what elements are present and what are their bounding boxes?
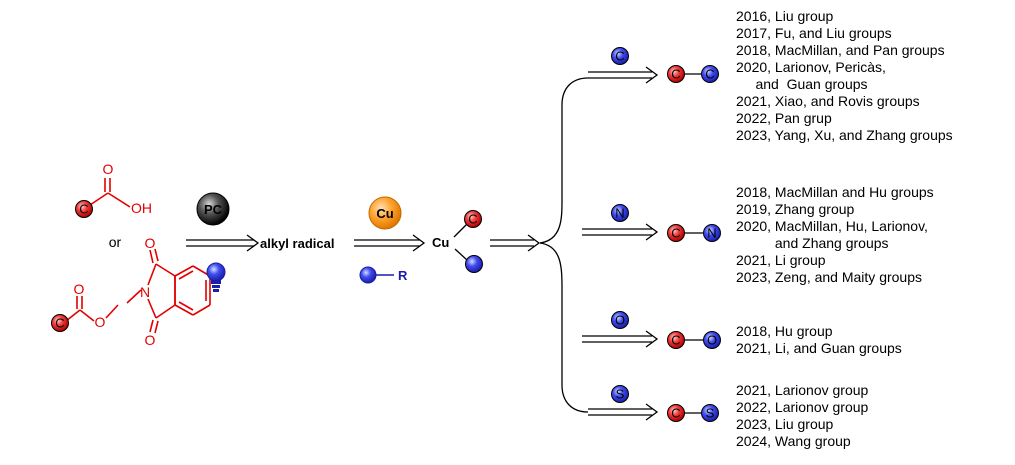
copper-catalyst-ball: Cu — [368, 196, 402, 230]
light-bulb-icon — [206, 262, 226, 292]
reference-line: 2022, Larionov group — [736, 399, 869, 415]
branch-c-product-right: C — [705, 67, 714, 82]
branch-c-o: O C O — [582, 311, 721, 349]
acid-carbon-label: C — [79, 202, 88, 217]
branch-o-references: 2018, Hu group 2021, Li, and Guan groups — [736, 323, 902, 356]
reference-line: 2016, Liu group — [736, 8, 834, 24]
imide-top-oxygen: O — [145, 235, 156, 251]
ester-carbonyl-oxygen: O — [74, 281, 85, 297]
reference-line: 2020, Larionov, Pericàs, — [736, 59, 886, 75]
reference-line: and Zhang groups — [736, 235, 889, 251]
ester-carbon-label: C — [55, 316, 64, 331]
reference-line: 2021, Li group — [736, 252, 826, 268]
acid-carbonyl-oxygen: O — [103, 161, 114, 177]
acid-carbon-ball: C — [75, 200, 93, 218]
reference-line: 2017, Fu, and Liu groups — [736, 25, 892, 41]
branch-n-product-left: C — [671, 226, 680, 241]
reference-line: 2022, Pan grup — [736, 110, 832, 126]
branch-c-reagent-label: C — [615, 49, 624, 64]
branch-arrow — [490, 77, 589, 413]
photocatalyst-ball: PC — [196, 192, 230, 226]
reference-line: 2019, Zhang group — [736, 201, 855, 217]
branch-s-references: 2021, Larionov group 2022, Larionov grou… — [736, 382, 869, 449]
nhpi-ester-structure — [65, 248, 211, 334]
reference-line: 2024, Wang group — [736, 433, 851, 449]
branch-s-product-left: C — [671, 406, 680, 421]
branch-c-c: C C C — [588, 47, 719, 84]
or-label: or — [109, 234, 122, 250]
reference-line: 2023, Yang, Xu, and Zhang groups — [736, 127, 953, 143]
step1-arrow — [186, 234, 260, 252]
branch-s-reagent-label: S — [616, 387, 625, 402]
copper-complex: Cu C — [432, 210, 483, 273]
step2-arrow — [354, 234, 426, 252]
complex-carbon-label: C — [468, 212, 477, 227]
branch-n-references: 2018, MacMillan and Hu groups 2019, Zhan… — [736, 184, 934, 285]
reference-line: 2018, MacMillan, and Pan groups — [736, 42, 945, 58]
reference-line: 2021, Li, and Guan groups — [736, 340, 902, 356]
branch-o-reagent-label: O — [615, 313, 625, 328]
acid-hydroxyl-label: OH — [131, 200, 152, 216]
reference-line: 2021, Larionov group — [736, 382, 869, 398]
reference-line: 2023, Zeng, and Maity groups — [736, 269, 922, 285]
branch-c-references: 2016, Liu group 2017, Fu, and Liu groups… — [736, 8, 953, 143]
carboxylic-acid-structure — [86, 178, 131, 208]
imide-nitrogen: N — [140, 284, 150, 300]
reference-line: 2023, Liu group — [736, 416, 834, 432]
complex-copper-label: Cu — [432, 235, 449, 250]
branch-o-product-right: O — [707, 333, 717, 348]
ester-carbon-ball: C — [51, 314, 69, 332]
copper-catalyst-label: Cu — [376, 206, 393, 221]
branch-o-product-left: C — [671, 333, 680, 348]
reference-line: 2020, MacMillan, Hu, Larionov, — [736, 218, 928, 234]
branch-c-product-left: C — [671, 67, 680, 82]
imide-bottom-oxygen: O — [145, 332, 156, 348]
branch-c-s: S C S — [588, 385, 719, 422]
photocatalyst-label: PC — [204, 202, 223, 217]
nucleophile-R-label: R — [398, 268, 408, 283]
nucleophile-reagent: R — [359, 266, 408, 284]
reference-line: 2018, Hu group — [736, 323, 833, 339]
ester-link-oxygen: O — [95, 314, 106, 330]
branch-c-n: N C N — [582, 204, 721, 242]
branch-n-reagent-label: N — [615, 206, 624, 221]
reference-line: and Guan groups — [736, 76, 868, 92]
branch-s-product-right: S — [706, 406, 715, 421]
branch-n-product-right: N — [707, 226, 716, 241]
alkyl-radical-label: alkyl radical — [260, 236, 334, 251]
reference-line: 2018, MacMillan and Hu groups — [736, 184, 934, 200]
reference-line: 2021, Xiao, and Rovis groups — [736, 93, 920, 109]
